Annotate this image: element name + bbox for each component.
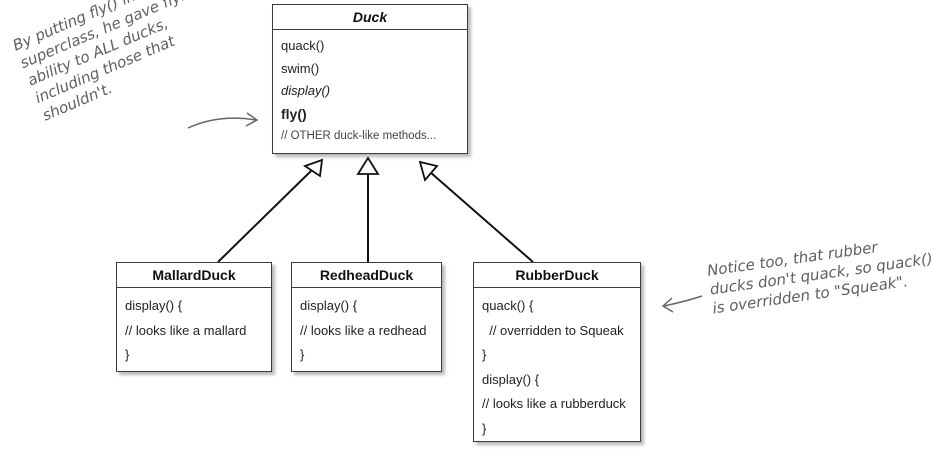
method-line: } (300, 347, 305, 362)
method-line: // overridden to Squeak (482, 322, 624, 338)
method-line: display() { (125, 298, 183, 313)
method-fly: fly() (281, 105, 307, 122)
class-box-duck: Duck quack() swim() display() fly() // O… (272, 4, 468, 154)
class-name-duck: Duck (273, 5, 467, 30)
class-box-mallard-duck: MallardDuck display() { // looks like a … (116, 262, 272, 372)
method-line: // looks like a redhead (300, 322, 427, 338)
method-line: quack() { (482, 298, 534, 313)
method-line: display() { (482, 371, 540, 387)
class-box-redhead-duck: RedheadDuck display() { // looks like a … (291, 262, 442, 372)
method-line: } (482, 420, 487, 436)
method-line: // looks like a mallard (125, 322, 247, 338)
annotation-arrow-left (187, 117, 257, 129)
annotation-arrow-right-head (661, 297, 674, 313)
annotation-arrow-right (663, 295, 703, 307)
method-other: // OTHER duck-like methods... (281, 130, 437, 142)
class-name-rubber-duck: RubberDuck (474, 263, 640, 288)
class-name-redhead-duck: RedheadDuck (292, 263, 441, 288)
inheritance-arrowhead-rubber (418, 160, 439, 182)
inheritance-line-mallard (217, 169, 313, 263)
method-line: } (482, 347, 487, 362)
method-line: } (125, 347, 130, 362)
class-methods-duck: quack() swim() display() fly() // OTHER … (273, 30, 467, 148)
inheritance-line-rubber (429, 171, 534, 263)
annotation-arrow-left-head (245, 112, 259, 127)
method-line: display() { (300, 298, 358, 313)
method-swim: swim() (281, 60, 320, 76)
method-display: display() (281, 83, 331, 98)
inheritance-arrowhead-redhead (356, 156, 380, 175)
class-methods-mallard-duck: display() { // looks like a mallard } (117, 288, 271, 368)
class-methods-rubber-duck: quack() { // overridden to Squeak } disp… (474, 288, 640, 441)
class-box-rubber-duck: RubberDuck quack() { // overridden to Sq… (473, 262, 641, 442)
class-methods-redhead-duck: display() { // looks like a redhead } (292, 288, 441, 368)
method-quack: quack() (281, 38, 325, 53)
method-line: // looks like a rubberduck (482, 396, 626, 411)
inheritance-arrowhead-mallard (303, 158, 324, 178)
class-name-mallard-duck: MallardDuck (117, 263, 271, 288)
